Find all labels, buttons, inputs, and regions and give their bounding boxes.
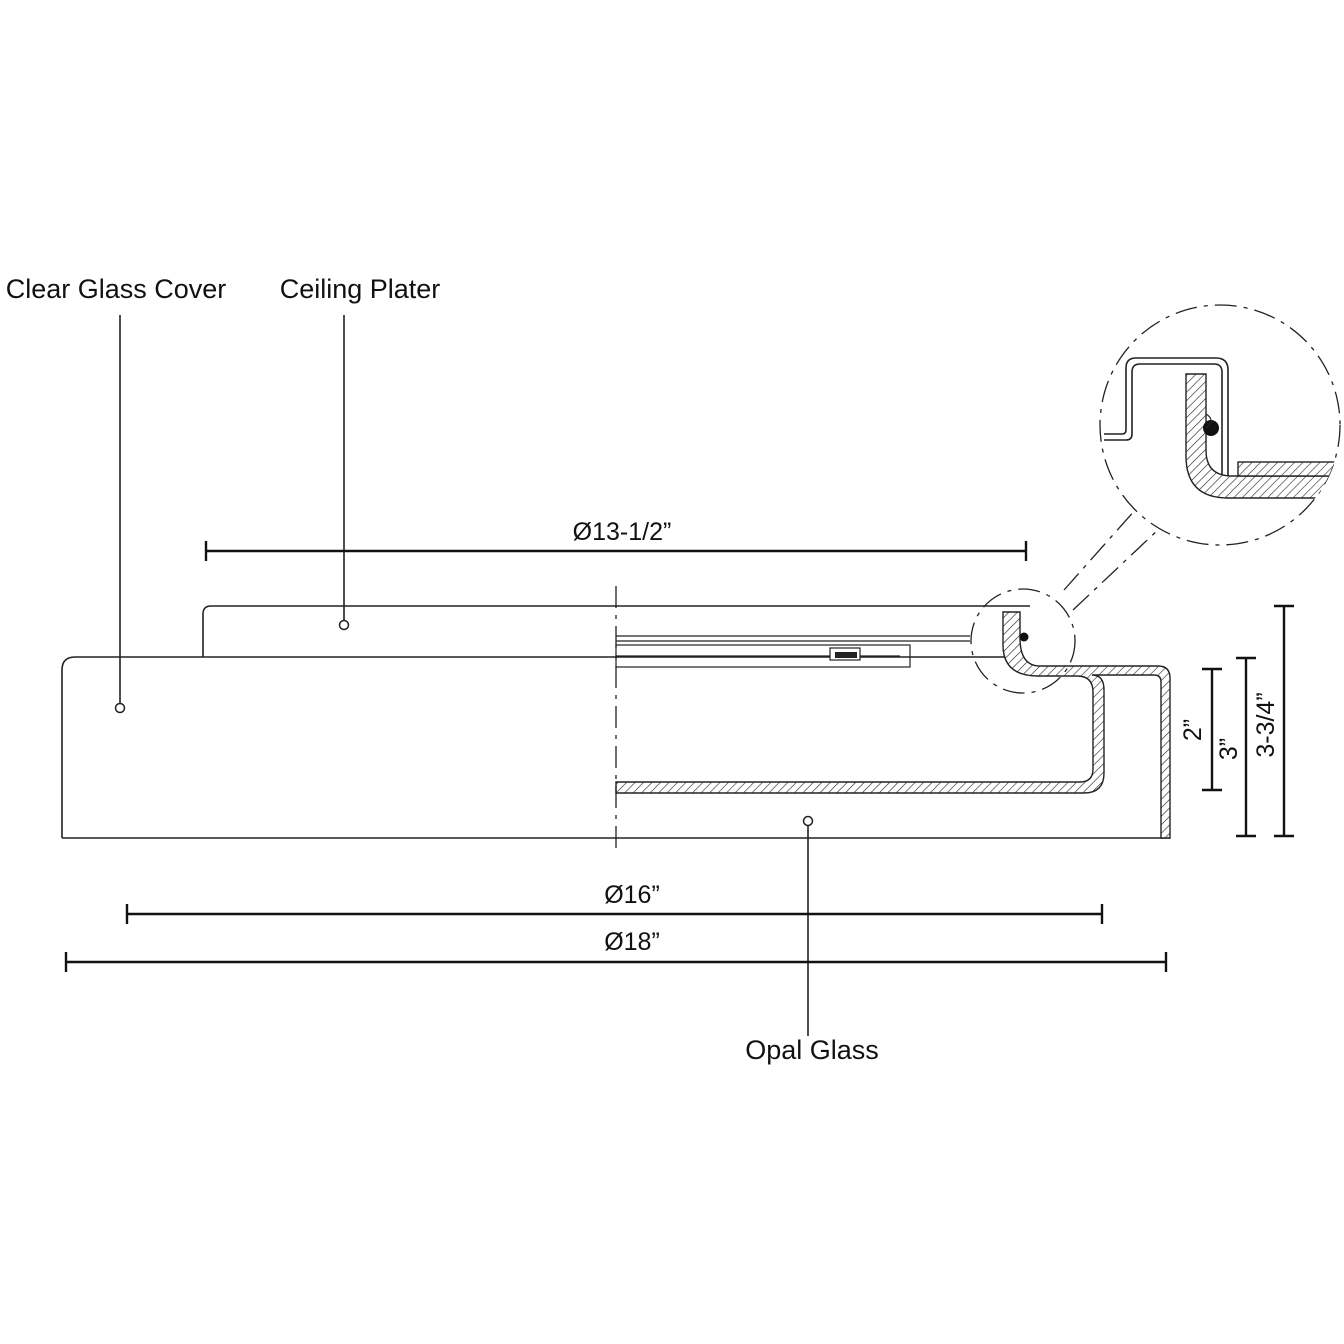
opal-glass-label: Opal Glass <box>745 1035 879 1065</box>
opal-height-text: 2” <box>1179 719 1207 741</box>
detail-connector-lines <box>1063 508 1161 611</box>
opal-glass-section <box>615 611 1171 839</box>
detail-enlarged-content <box>1104 357 1340 499</box>
dimension-overall-height: 3-3/4” <box>1252 604 1294 838</box>
opal-glass-leader-dot <box>802 815 814 827</box>
dimension-opal-diameter: Ø16” <box>125 881 1104 924</box>
ceiling-plater-leader-dot <box>338 619 350 631</box>
canopy-diameter-text: Ø13-1/2” <box>573 518 672 546</box>
overall-diameter-text: Ø18” <box>604 928 660 956</box>
dimension-overall-diameter: Ø18” <box>64 928 1168 972</box>
dimension-cover-height: 3” <box>1215 656 1256 838</box>
dimension-canopy-diameter: Ø13-1/2” <box>204 518 1028 561</box>
overall-height-text: 3-3/4” <box>1252 692 1280 757</box>
ceiling-plate-outline <box>202 605 1030 657</box>
gasket-small <box>1019 632 1029 642</box>
opal-diameter-text: Ø16” <box>604 881 660 909</box>
detail-reference-circle <box>970 588 1076 694</box>
mounting-bracket <box>615 644 911 668</box>
cover-height-text: 3” <box>1215 738 1243 760</box>
dimension-opal-height: 2” <box>1179 667 1222 792</box>
clear-glass-cover-label: Clear Glass Cover <box>6 274 227 304</box>
ceiling-plater-label: Ceiling Plater <box>280 274 441 304</box>
clear-glass-cover-leader-dot <box>114 702 126 714</box>
detail-enlarged-circle <box>1099 304 1341 546</box>
leader-lines <box>114 315 814 1036</box>
